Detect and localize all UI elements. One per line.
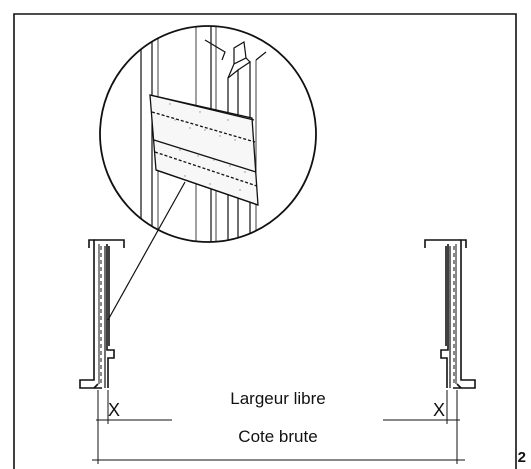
detail-leader-line [107, 181, 186, 321]
panel-strip [149, 94, 259, 206]
rough-size-label: Cote brute [238, 427, 317, 446]
figure-number: 2 [518, 449, 526, 466]
right-frame-section [424, 239, 476, 464]
detail-magnifier [99, 25, 317, 321]
x-label-right: X [433, 400, 445, 420]
clear-width-label: Largeur libre [230, 389, 325, 408]
left-frame-section [79, 239, 125, 464]
x-label-left: X [108, 400, 120, 420]
figure-frame [13, 13, 517, 469]
dimension-lines [92, 419, 465, 461]
